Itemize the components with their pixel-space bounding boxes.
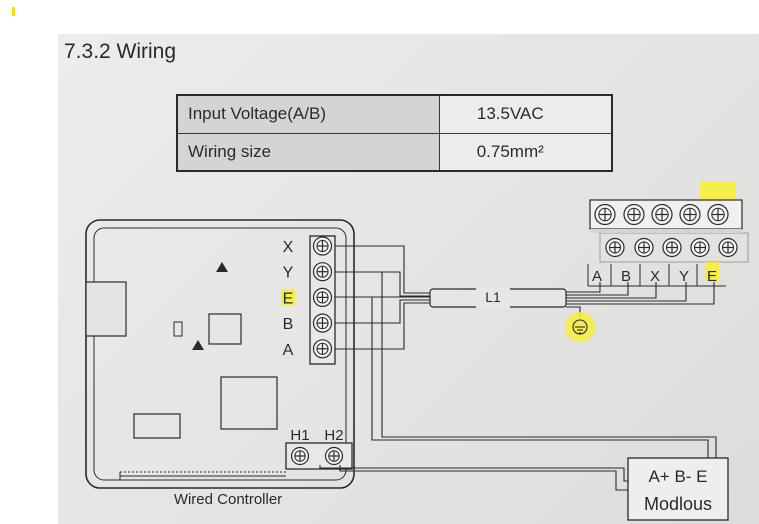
- terminal-label-h1: H1: [290, 427, 309, 444]
- ground-icon: [565, 312, 595, 342]
- terminal-label-h2: H2: [324, 427, 343, 444]
- highlight-mark: [281, 289, 295, 306]
- modbus-name: Modlous: [644, 494, 712, 514]
- terminal-label-b: B: [283, 316, 294, 333]
- table-row: Input Voltage(A/B) 13.5VAC: [176, 94, 613, 134]
- terminal-label-e: E: [283, 290, 294, 307]
- highlight-mark: [12, 7, 15, 16]
- outdoor-wires: [566, 282, 715, 318]
- section-title: 7.3.2 Wiring: [64, 40, 177, 63]
- spec-value-wiring-size: 0.75mm²: [438, 132, 613, 172]
- controller-caption: Wired Controller: [174, 491, 282, 508]
- terminal-label-a: A: [283, 342, 294, 359]
- cable-label: L1: [485, 289, 501, 305]
- terminal-screw-e: [312, 287, 333, 307]
- outdoor-screw-top: [679, 203, 701, 226]
- table-row: Wiring size 0.75mm²: [176, 132, 613, 172]
- outdoor-terminal-label-b: B: [621, 268, 631, 285]
- terminal-screw-b: [312, 313, 333, 333]
- outdoor-screw-bottom: [634, 237, 654, 258]
- outdoor-terminal-label-y: Y: [679, 268, 689, 285]
- outdoor-screw-bottom: [718, 237, 738, 258]
- power-terminal-block: H1 H2: [285, 427, 353, 470]
- outdoor-terminal-label-e: E: [707, 268, 717, 285]
- modbus-terminal-labels: A+ B- E: [648, 467, 707, 486]
- outdoor-screw-bottom: [662, 237, 682, 258]
- outdoor-screw-bottom: [605, 237, 625, 258]
- wired-controller-board: [85, 219, 355, 489]
- spec-table: Input Voltage(A/B) 13.5VAC Wiring size 0…: [176, 94, 613, 172]
- terminal-screw-h1: [290, 446, 310, 466]
- esd-warning-icon: [216, 262, 228, 272]
- outdoor-screw-top: [651, 203, 673, 226]
- spec-value-input-voltage: 13.5VAC: [438, 94, 613, 134]
- outdoor-screw-top: [594, 203, 616, 226]
- esd-warning-icon: [192, 340, 204, 350]
- outdoor-screw-bottom: [690, 237, 710, 258]
- terminal-screw-x: [312, 236, 333, 256]
- modbus-box: [627, 457, 729, 521]
- outdoor-screw-top: [623, 203, 645, 226]
- spec-label-wiring-size: Wiring size: [176, 132, 440, 172]
- outdoor-terminal-label-x: X: [650, 268, 660, 285]
- terminal-screw-h2: [324, 446, 344, 466]
- controller-terminal-block: [309, 235, 336, 365]
- outdoor-terminal-block: [589, 182, 749, 282]
- terminal-label-x: X: [283, 239, 294, 256]
- outdoor-terminal-label-a: A: [592, 268, 602, 285]
- terminal-screw-y: [312, 262, 333, 282]
- outdoor-screw-top: [707, 203, 729, 226]
- terminal-screw-a: [312, 339, 333, 359]
- terminal-label-y: Y: [283, 265, 294, 282]
